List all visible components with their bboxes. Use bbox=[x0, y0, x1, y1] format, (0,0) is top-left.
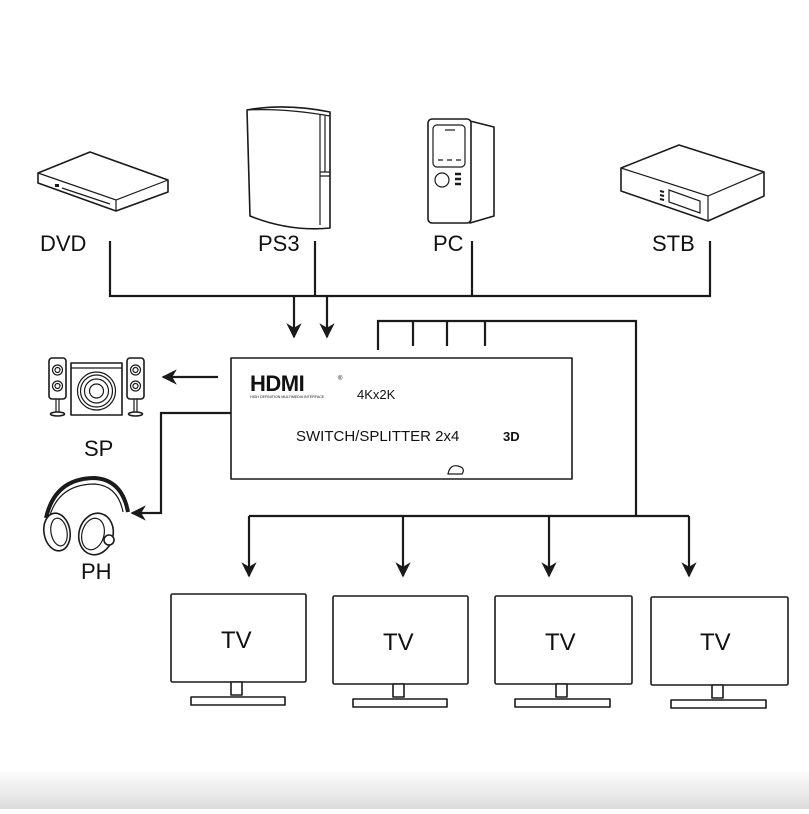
tv-label: TV bbox=[545, 629, 576, 656]
desktop-tower-icon bbox=[427, 118, 495, 224]
output-bus bbox=[241, 319, 697, 578]
source-label-stb: STB bbox=[652, 231, 695, 256]
tv-label: TV bbox=[221, 627, 252, 654]
input-bus bbox=[108, 241, 712, 339]
tv-4: TV bbox=[650, 596, 789, 709]
headphone-arrow bbox=[130, 411, 231, 521]
tv-3: TV bbox=[494, 595, 633, 708]
svg-text:HIGH DEFINITION MULTIMEDIA INT: HIGH DEFINITION MULTIMEDIA INTERFACE bbox=[250, 395, 325, 399]
audio-label-sp: SP bbox=[84, 436, 113, 461]
bottom-gradient bbox=[0, 769, 809, 809]
resolution-label: 4Kx2K bbox=[357, 387, 396, 402]
ir-sensor-icon bbox=[447, 465, 464, 475]
set-top-box-icon bbox=[620, 144, 765, 222]
model-label: SWITCH/SPLITTER 2x4 bbox=[296, 428, 459, 445]
hdmi-logo: HDMI ® HIGH DEFINITION MULTIMEDIA INTERF… bbox=[250, 371, 343, 399]
tv-label: TV bbox=[383, 629, 414, 656]
audio-label-ph: PH bbox=[81, 559, 112, 584]
svg-text:HDMI: HDMI bbox=[250, 371, 304, 396]
tv-label: TV bbox=[700, 629, 731, 656]
headphones-icon bbox=[42, 475, 130, 556]
tv-2: TV bbox=[332, 595, 469, 708]
dvd-player-icon bbox=[37, 151, 169, 212]
source-label-ps3: PS3 bbox=[258, 231, 300, 256]
source-label-pc: PC bbox=[433, 231, 464, 256]
svg-text:®: ® bbox=[338, 375, 343, 382]
tv-1: TV bbox=[170, 593, 307, 706]
game-console-icon bbox=[246, 106, 331, 230]
audio-bus bbox=[130, 369, 231, 521]
hdmi-switch-splitter: HDMI ® HIGH DEFINITION MULTIMEDIA INTERF… bbox=[230, 357, 573, 480]
source-label-dvd: DVD bbox=[40, 231, 86, 256]
speaker-system-icon bbox=[48, 357, 145, 417]
3d-badge: 3D bbox=[503, 429, 520, 444]
